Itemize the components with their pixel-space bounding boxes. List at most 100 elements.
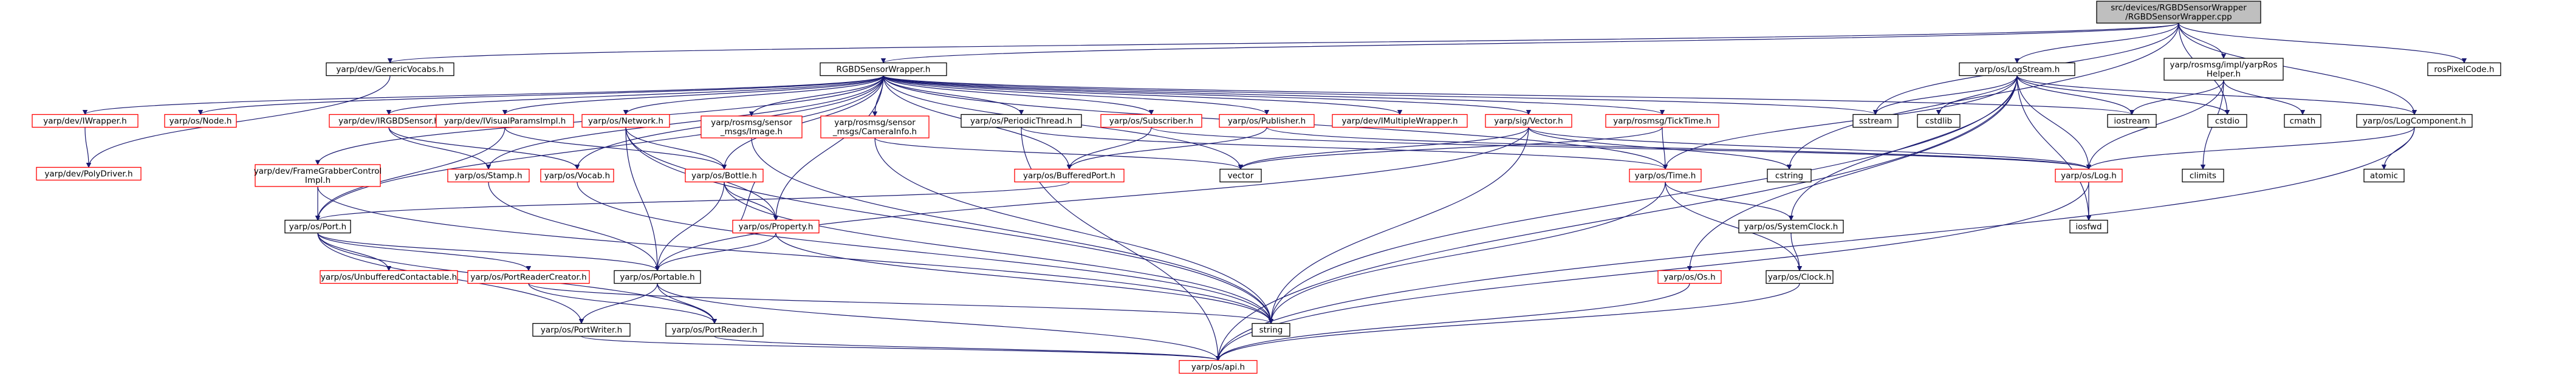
- header-node[interactable]: yarp/os/LogComponent.h: [2356, 114, 2473, 128]
- header-node[interactable]: yarp/os/Subscriber.h: [1100, 114, 1202, 128]
- edge-n2-n38: [773, 75, 884, 221]
- header-node[interactable]: yarp/dev/IWrapper.h: [32, 114, 139, 128]
- header-node[interactable]: yarp/os/Portable.h: [614, 270, 701, 284]
- edge-n43-n47: [578, 283, 658, 324]
- header-node[interactable]: yarp/os/Publisher.h: [1219, 114, 1315, 128]
- node-label: yarp/dev/PolyDriver.h: [44, 169, 132, 179]
- node-label: yarp/os/api.h: [1191, 363, 1245, 372]
- header-node[interactable]: yarp/os/UnbufferedContactable.h: [320, 270, 458, 284]
- edge-n38-n29: [732, 173, 764, 227]
- header-node[interactable]: cstdlib: [1917, 114, 1961, 128]
- node-box: [2107, 114, 2157, 128]
- node-box: [581, 114, 670, 128]
- node-box: [820, 62, 947, 77]
- node-box: [665, 323, 764, 337]
- header-node[interactable]: iostream: [2107, 114, 2157, 128]
- header-node[interactable]: sstream: [1852, 114, 1899, 128]
- header-node[interactable]: cstring: [1767, 168, 1812, 183]
- edge-n42-n46: [528, 282, 1273, 324]
- edge-n37-n41: [317, 233, 392, 272]
- header-node[interactable]: yarp/dev/IRGBDSensor.h: [329, 114, 449, 128]
- node-label: yarp/dev/IRGBDSensor.h: [338, 117, 439, 126]
- header-node[interactable]: yarp/dev/PolyDriver.h: [36, 166, 142, 181]
- header-node[interactable]: yarp/os/Clock.h: [1766, 270, 1834, 284]
- header-node[interactable]: yarp/rosmsg/sensor_msgs/CameraInfo.h: [820, 115, 930, 138]
- edge-n37-n42: [317, 233, 532, 272]
- header-node[interactable]: vector: [1219, 168, 1262, 183]
- header-node[interactable]: atomic: [2363, 168, 2405, 183]
- edge-n2-n10: [502, 75, 884, 115]
- node-box: [320, 270, 458, 284]
- node-label: atomic: [2370, 171, 2398, 181]
- header-node[interactable]: yarp/os/Node.h: [164, 114, 237, 128]
- nodes-layer: src/devices/RGBDSensorWrapper/RGBDSensor…: [32, 1, 2501, 374]
- header-node[interactable]: yarp/rosmsg/sensor_msgs/Image.h: [701, 115, 803, 138]
- node-label: yarp/os/Node.h: [170, 117, 232, 126]
- edge-n11-n43: [625, 127, 660, 272]
- node-label: yarp/os/LogStream.h: [1975, 65, 2060, 75]
- header-node[interactable]: iosfwd: [2069, 219, 2108, 234]
- node-label: yarp/os/PeriodicThread.h: [970, 117, 1072, 126]
- node-box: [2163, 58, 2284, 81]
- edge-n2-n12: [748, 75, 884, 117]
- header-node[interactable]: yarp/dev/IMultipleWrapper.h: [1332, 114, 1468, 128]
- node-label: yarp/os/Publisher.h: [1228, 117, 1306, 126]
- header-node[interactable]: yarp/os/Bottle.h: [685, 168, 764, 183]
- edge-n0-n2: [881, 22, 2179, 64]
- header-node[interactable]: yarp/os/SystemClock.h: [1738, 219, 1844, 234]
- node-label: yarp/os/PortReader.h: [672, 326, 758, 335]
- node-box: [36, 166, 142, 181]
- edge-n3-n25: [2016, 75, 2417, 115]
- header-node[interactable]: yarp/dev/GenericVocabs.h: [326, 62, 454, 77]
- node-box: [1766, 270, 1834, 284]
- header-node[interactable]: yarp/os/api.h: [1179, 360, 1258, 374]
- node-label: yarp/os/Time.h: [1635, 171, 1696, 181]
- header-node[interactable]: yarp/os/Time.h: [1629, 168, 1702, 183]
- node-label: yarp/os/Portable.h: [620, 273, 694, 282]
- header-node[interactable]: yarp/os/PortWriter.h: [532, 323, 631, 337]
- header-node[interactable]: yarp/os/PeriodicThread.h: [961, 114, 1082, 128]
- edge-n2-n29: [721, 75, 884, 170]
- node-label: yarp/dev/IWrapper.h: [43, 117, 127, 126]
- node-box: [436, 114, 574, 128]
- header-node[interactable]: cstdio: [2207, 114, 2247, 128]
- edge-n2-n8: [198, 75, 884, 115]
- header-node[interactable]: yarp/os/Network.h: [581, 114, 670, 128]
- edge-n43-n48: [657, 283, 718, 324]
- root-file-node: src/devices/RGBDSensorWrapper/RGBDSensor…: [2096, 1, 2261, 24]
- edge-n29-n43: [654, 182, 725, 272]
- header-node[interactable]: yarp/dev/IVisualParamsImpl.h: [436, 114, 574, 128]
- header-node[interactable]: yarp/os/Port.h: [284, 219, 351, 234]
- header-node[interactable]: yarp/os/PortReader.h: [665, 323, 764, 337]
- header-node[interactable]: yarp/os/Os.h: [1657, 270, 1722, 284]
- header-node[interactable]: yarp/os/Property.h: [732, 219, 820, 234]
- node-label: RGBDSensorWrapper.h: [837, 65, 931, 75]
- header-node[interactable]: RGBDSensorWrapper.h: [820, 62, 947, 77]
- edge-n2-n19: [883, 75, 1665, 115]
- header-node[interactable]: yarp/os/BufferedPort.h: [1014, 168, 1125, 183]
- header-node[interactable]: yarp/os/PortReaderCreator.h: [467, 270, 590, 284]
- header-node[interactable]: string: [1252, 323, 1290, 337]
- header-node[interactable]: yarp/rosmsg/TickTime.h: [1605, 114, 1719, 128]
- header-node[interactable]: yarp/sig/Vector.h: [1485, 114, 1572, 128]
- header-node[interactable]: yarp/os/Stamp.h: [447, 168, 530, 183]
- edge-n3-n49: [1215, 75, 2018, 361]
- node-box: [1252, 323, 1290, 337]
- header-node[interactable]: rosPixelCode.h: [2427, 62, 2501, 77]
- header-node[interactable]: yarp/os/LogStream.h: [1959, 62, 2075, 77]
- header-node[interactable]: yarp/os/Vocab.h: [540, 168, 614, 183]
- node-box: [1179, 360, 1258, 374]
- node-label: rosPixelCode.h: [2434, 65, 2494, 75]
- header-node[interactable]: climits: [2182, 168, 2224, 183]
- header-node[interactable]: cmath: [2284, 114, 2321, 128]
- edge-n32-n39: [1665, 182, 1794, 221]
- node-box: [2069, 219, 2108, 234]
- edge-n2-n17: [883, 75, 1402, 115]
- edge-n3-n21: [1936, 75, 2018, 115]
- edge-n13-n31: [874, 137, 1244, 170]
- header-node[interactable]: yarp/os/Log.h: [2055, 168, 2123, 183]
- node-label: yarp/sig/Vector.h: [1494, 117, 1563, 126]
- node-label: Helper.h: [2207, 69, 2241, 79]
